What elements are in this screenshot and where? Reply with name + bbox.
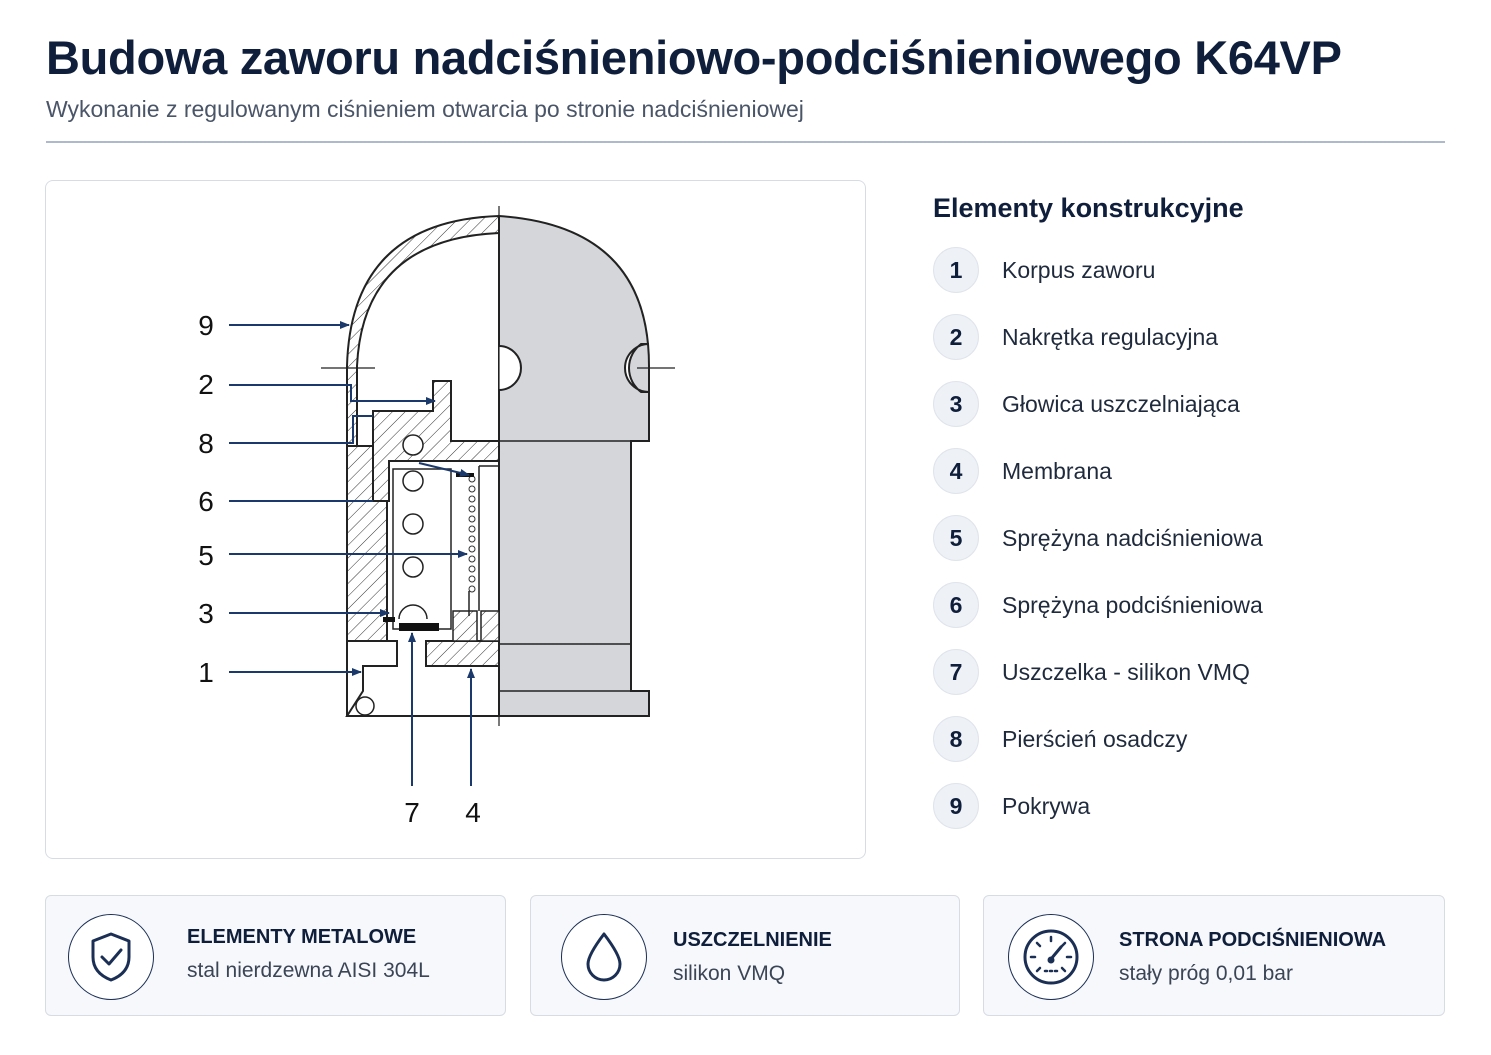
legend-number: 8 bbox=[933, 716, 979, 762]
legend-label: Sprężyna podciśnieniowa bbox=[1002, 592, 1263, 618]
callout-9: 9 bbox=[198, 310, 214, 341]
info-card-text: silikon VMQ bbox=[673, 962, 786, 985]
page-title: Budowa zaworu nadciśnieniowo-podciśnieni… bbox=[46, 31, 1342, 84]
legend-number: 3 bbox=[933, 381, 979, 427]
legend-item: 4 Membrana bbox=[933, 448, 1413, 494]
callout-4: 4 bbox=[465, 797, 481, 828]
legend-number: 7 bbox=[933, 649, 979, 695]
info-card-title: ELEMENTY METALOWE bbox=[187, 926, 417, 948]
page-subtitle: Wykonanie z regulowanym ciśnieniem otwar… bbox=[46, 96, 804, 122]
info-card-seal: USZCZELNIENIE silikon VMQ bbox=[530, 895, 960, 1016]
legend-item: 1 Korpus zaworu bbox=[933, 247, 1413, 293]
legend-label: Sprężyna nadciśnieniowa bbox=[1002, 525, 1263, 551]
header-divider bbox=[46, 141, 1445, 143]
legend-label: Membrana bbox=[1002, 458, 1112, 484]
legend-label: Uszczelka - silikon VMQ bbox=[1002, 659, 1250, 685]
info-card-vacuum: STRONA PODCIŚNIENIOWA stały próg 0,01 ba… bbox=[983, 895, 1445, 1016]
valve-exterior-half bbox=[498, 214, 650, 717]
overpressure-spring bbox=[468, 475, 476, 593]
info-card-text: stały próg 0,01 bar bbox=[1119, 962, 1293, 985]
diagram-card: 9 2 8 6 5 3 1 7 4 bbox=[45, 180, 866, 859]
legend-number: 4 bbox=[933, 448, 979, 494]
shield-check-icon bbox=[68, 914, 154, 1000]
legend-item: 2 Nakrętka regulacyjna bbox=[933, 314, 1413, 360]
legend-item: 8 Pierścień osadczy bbox=[933, 716, 1413, 762]
callout-5: 5 bbox=[198, 540, 214, 571]
legend-number: 5 bbox=[933, 515, 979, 561]
legend-item: 9 Pokrywa bbox=[933, 783, 1413, 829]
legend-number: 9 bbox=[933, 783, 979, 829]
info-card-title: STRONA PODCIŚNIENIOWA bbox=[1119, 929, 1387, 951]
legend-number: 6 bbox=[933, 582, 979, 628]
legend-label: Pokrywa bbox=[1002, 793, 1091, 819]
legend-label: Pierścień osadczy bbox=[1002, 726, 1188, 752]
legend-label: Nakrętka regulacyjna bbox=[1002, 324, 1219, 350]
callout-2: 2 bbox=[198, 369, 214, 400]
droplet-icon bbox=[561, 914, 647, 1000]
callout-7: 7 bbox=[404, 797, 420, 828]
legend-item: 6 Sprężyna podciśnieniowa bbox=[933, 582, 1413, 628]
valve-cross-section-diagram: 9 2 8 6 5 3 1 7 4 bbox=[198, 206, 675, 828]
info-card-metal: ELEMENTY METALOWE stal nierdzewna AISI 3… bbox=[45, 895, 506, 1016]
legend-number: 1 bbox=[933, 247, 979, 293]
legend-number: 2 bbox=[933, 314, 979, 360]
adjusting-nut-section bbox=[372, 380, 499, 502]
info-card-text: stal nierdzewna AISI 304L bbox=[187, 959, 430, 982]
legend-title: Elementy konstrukcyjne bbox=[933, 193, 1244, 223]
callout-3: 3 bbox=[198, 598, 214, 629]
legend-item: 3 Głowica uszczelniająca bbox=[933, 381, 1413, 427]
legend-item: 7 Uszczelka - silikon VMQ bbox=[933, 649, 1413, 695]
legend-item: 5 Sprężyna nadciśnieniowa bbox=[933, 515, 1413, 561]
info-card-title: USZCZELNIENIE bbox=[673, 929, 832, 951]
gauge-icon bbox=[1008, 914, 1094, 1000]
callout-8: 8 bbox=[198, 428, 214, 459]
seat-section bbox=[425, 640, 499, 667]
legend-label: Głowica uszczelniająca bbox=[1002, 391, 1240, 417]
gasket bbox=[399, 623, 439, 631]
legend-label: Korpus zaworu bbox=[1002, 257, 1156, 283]
callout-6: 6 bbox=[198, 486, 214, 517]
callout-1: 1 bbox=[198, 657, 214, 688]
